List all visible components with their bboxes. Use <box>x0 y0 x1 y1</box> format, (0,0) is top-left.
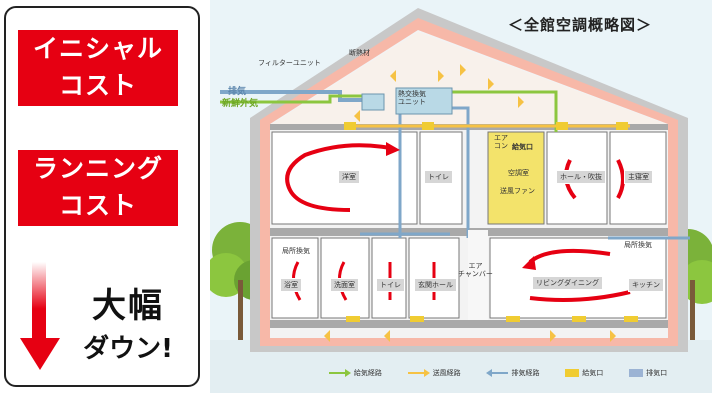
supply-port-swatch <box>565 369 580 377</box>
room-entrance-hall: 玄関ホール <box>414 278 457 292</box>
blue-arrow-icon <box>486 369 509 377</box>
diagram-title: ＜全館空調概略図＞ <box>508 16 653 34</box>
insulation-label: 断熱材 <box>349 49 370 57</box>
big-text: 大幅 <box>92 286 164 326</box>
room-washroom: 洗面室 <box>330 278 359 292</box>
supply-port-label: 給気口 <box>512 143 533 151</box>
fan-label: 送風ファン <box>500 187 535 195</box>
air-chamber-label: エア チャンバー <box>458 262 493 278</box>
heat-exchange-label: 熱交換気 ユニット <box>398 90 426 106</box>
room-kitchen: キッチン <box>628 278 664 292</box>
legend-exhaust-port: 排気口 <box>629 368 667 378</box>
room-bath: 浴室 <box>280 278 302 292</box>
initial-cost-line2: コスト <box>58 71 137 100</box>
green-arrow-icon <box>328 369 351 377</box>
legend-supply-port: 給気口 <box>565 368 603 378</box>
initial-cost-line1: イニシャル <box>32 34 163 63</box>
exhaust-label: 排気 <box>228 87 247 97</box>
reduction-text: ダウン! <box>83 334 173 364</box>
local-exhaust-right-label: 局所換気 <box>624 241 652 249</box>
initial-cost-box: イニシャル コスト <box>18 30 178 106</box>
legend-blow-route: 送風経路 <box>407 368 461 378</box>
room-living-dining: リビングダイニング <box>532 276 603 290</box>
room-hall-atrium: ホール・吹抜 <box>556 170 606 184</box>
running-cost-box: ランニング コスト <box>18 150 178 226</box>
filter-unit-label: フィルターユニット <box>258 59 321 67</box>
local-exhaust-left-label: 局所換気 <box>282 247 310 255</box>
running-cost-line2: コスト <box>58 191 137 220</box>
yellow-arrow-icon <box>407 369 430 377</box>
running-cost-line1: ランニング <box>32 154 163 183</box>
aircon-label: エア コン <box>494 134 508 150</box>
room-master-bedroom: 主寝室 <box>624 170 653 184</box>
ac-room-label: 空調室 <box>508 169 529 177</box>
legend-supply-route: 給気経路 <box>328 368 382 378</box>
exhaust-port-swatch <box>629 369 644 377</box>
room-toilet-lower: トイレ <box>376 278 405 292</box>
legend-exhaust-route: 排気経路 <box>486 368 539 378</box>
room-western: 洋室 <box>338 170 360 184</box>
house-diagram <box>210 0 712 393</box>
down-arrow-icon <box>20 262 60 370</box>
room-toilet-upper: トイレ <box>424 170 453 184</box>
fresh-air-label: 新鮮外気 <box>222 99 259 109</box>
legend: 給気経路 送風経路 排気経路 給気口 排気口 <box>316 364 680 382</box>
